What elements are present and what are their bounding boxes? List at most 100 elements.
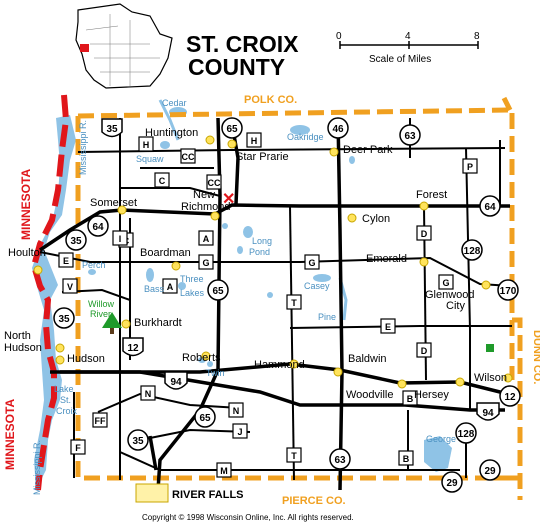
- town-label: Baldwin: [348, 353, 387, 365]
- water-features: [32, 99, 452, 490]
- highway-shield: 64: [479, 195, 501, 217]
- svg-text:63: 63: [334, 455, 346, 466]
- svg-text:29: 29: [484, 466, 496, 477]
- town-dot: [397, 379, 407, 389]
- town-label: Deer Park: [343, 144, 393, 156]
- neighbor-east: DUNN CO.: [531, 330, 540, 384]
- water-label: Three: [180, 274, 204, 284]
- svg-text:35: 35: [70, 236, 82, 247]
- county-road-marker: H: [138, 136, 154, 152]
- water-label: Perch: [82, 260, 106, 270]
- county-road-marker: N: [228, 402, 244, 418]
- highway-shield: 35: [53, 307, 75, 329]
- svg-text:128: 128: [464, 246, 481, 257]
- svg-text:35: 35: [58, 314, 70, 325]
- town-label: Emerald: [366, 253, 407, 265]
- svg-text:N: N: [145, 389, 152, 399]
- town-label: City: [446, 300, 465, 312]
- highway-shield: 12: [122, 337, 144, 357]
- svg-text:35: 35: [106, 124, 118, 135]
- park-label-1: Willow: [88, 299, 114, 309]
- town-label: Wilson: [474, 372, 507, 384]
- town-dot: [329, 147, 339, 157]
- willow-river-park: Willow River: [88, 299, 494, 352]
- highway-shield: 128: [461, 239, 483, 261]
- neighbor-west-lower: MINNESOTA: [3, 399, 17, 470]
- svg-text:I: I: [119, 234, 122, 244]
- neighbor-north: POLK CO.: [244, 94, 297, 106]
- highway-shield: 65: [194, 406, 216, 428]
- svg-text:C: C: [159, 176, 166, 186]
- svg-text:63: 63: [404, 131, 416, 142]
- svg-text:T: T: [291, 298, 297, 308]
- svg-text:B: B: [407, 394, 414, 404]
- water-label: Cedar: [162, 98, 187, 108]
- svg-text:64: 64: [92, 222, 104, 233]
- town-dot: [201, 351, 211, 361]
- town-dot: [503, 373, 513, 383]
- county-road-markers: HHCCCCCCIAGGGEVATDEDNNJFFFTMBBP: [58, 132, 478, 478]
- town-label: Boardman: [140, 247, 191, 259]
- town-dot: [289, 359, 299, 369]
- svg-text:46: 46: [332, 124, 344, 135]
- water-label: Squaw: [136, 154, 164, 164]
- svg-text:V: V: [67, 282, 73, 292]
- county-road-marker: T: [286, 447, 302, 463]
- park-label-2: River: [90, 309, 111, 319]
- svg-text:T: T: [291, 451, 297, 461]
- svg-text:64: 64: [484, 202, 496, 213]
- county-road-marker: CC: [180, 148, 196, 164]
- svg-text:P: P: [467, 162, 473, 172]
- highway-shield: 63: [329, 448, 351, 470]
- highway-shield: 94: [164, 371, 188, 390]
- highway-shield: 94: [476, 402, 500, 421]
- water-label: Lake: [54, 384, 74, 394]
- svg-text:29: 29: [446, 478, 458, 489]
- town-label: Hudson: [67, 353, 105, 365]
- neighbor-west-upper: MINNESOTA: [19, 169, 33, 240]
- water-label: Pine: [318, 312, 336, 322]
- scale-label: Scale of Miles: [369, 54, 431, 65]
- st-croix-highlight: [80, 44, 89, 52]
- wisconsin-locator-map: [75, 3, 173, 89]
- svg-text:CC: CC: [182, 152, 195, 162]
- copyright: Copyright © 1998 Wisconsin Online, Inc. …: [142, 513, 354, 522]
- svg-text:G: G: [202, 258, 209, 268]
- scale-tick-0: 0: [336, 31, 342, 42]
- water-label: George: [426, 434, 456, 444]
- water-label: Pond: [249, 247, 270, 257]
- svg-text:G: G: [442, 278, 449, 288]
- svg-text:A: A: [203, 234, 210, 244]
- svg-text:65: 65: [199, 413, 211, 424]
- svg-text:65: 65: [226, 124, 238, 135]
- highway-shield: 35: [65, 229, 87, 251]
- svg-text:94: 94: [170, 377, 182, 388]
- highway-shield: 12: [499, 385, 521, 407]
- water-label: Bass: [144, 284, 165, 294]
- county-road-marker: A: [162, 278, 178, 294]
- highway-shield: 128: [455, 422, 477, 444]
- state-border: [30, 94, 70, 491]
- town-dots: [33, 135, 513, 389]
- county-road-marker: B: [398, 450, 414, 466]
- scale-tick-4: 4: [405, 31, 411, 42]
- town-label: Somerset: [90, 197, 137, 209]
- town-dot: [205, 135, 215, 145]
- town-label: Hersey: [414, 389, 449, 401]
- svg-text:A: A: [167, 282, 174, 292]
- town-label: Glenwood: [425, 289, 475, 301]
- svg-text:12: 12: [504, 392, 516, 403]
- svg-text:G: G: [308, 258, 315, 268]
- town-dot: [347, 213, 357, 223]
- town-label: Huntington: [145, 127, 198, 139]
- county-road-marker: E: [380, 318, 396, 334]
- title-line-1: ST. CROIX: [186, 31, 299, 57]
- highway-shield: 170: [497, 279, 519, 301]
- highway-shield: 63: [399, 124, 421, 146]
- svg-text:FF: FF: [95, 416, 106, 426]
- svg-text:65: 65: [212, 286, 224, 297]
- town-label: Hudson: [4, 342, 42, 354]
- svg-text:M: M: [220, 466, 228, 476]
- town-dot: [210, 211, 220, 221]
